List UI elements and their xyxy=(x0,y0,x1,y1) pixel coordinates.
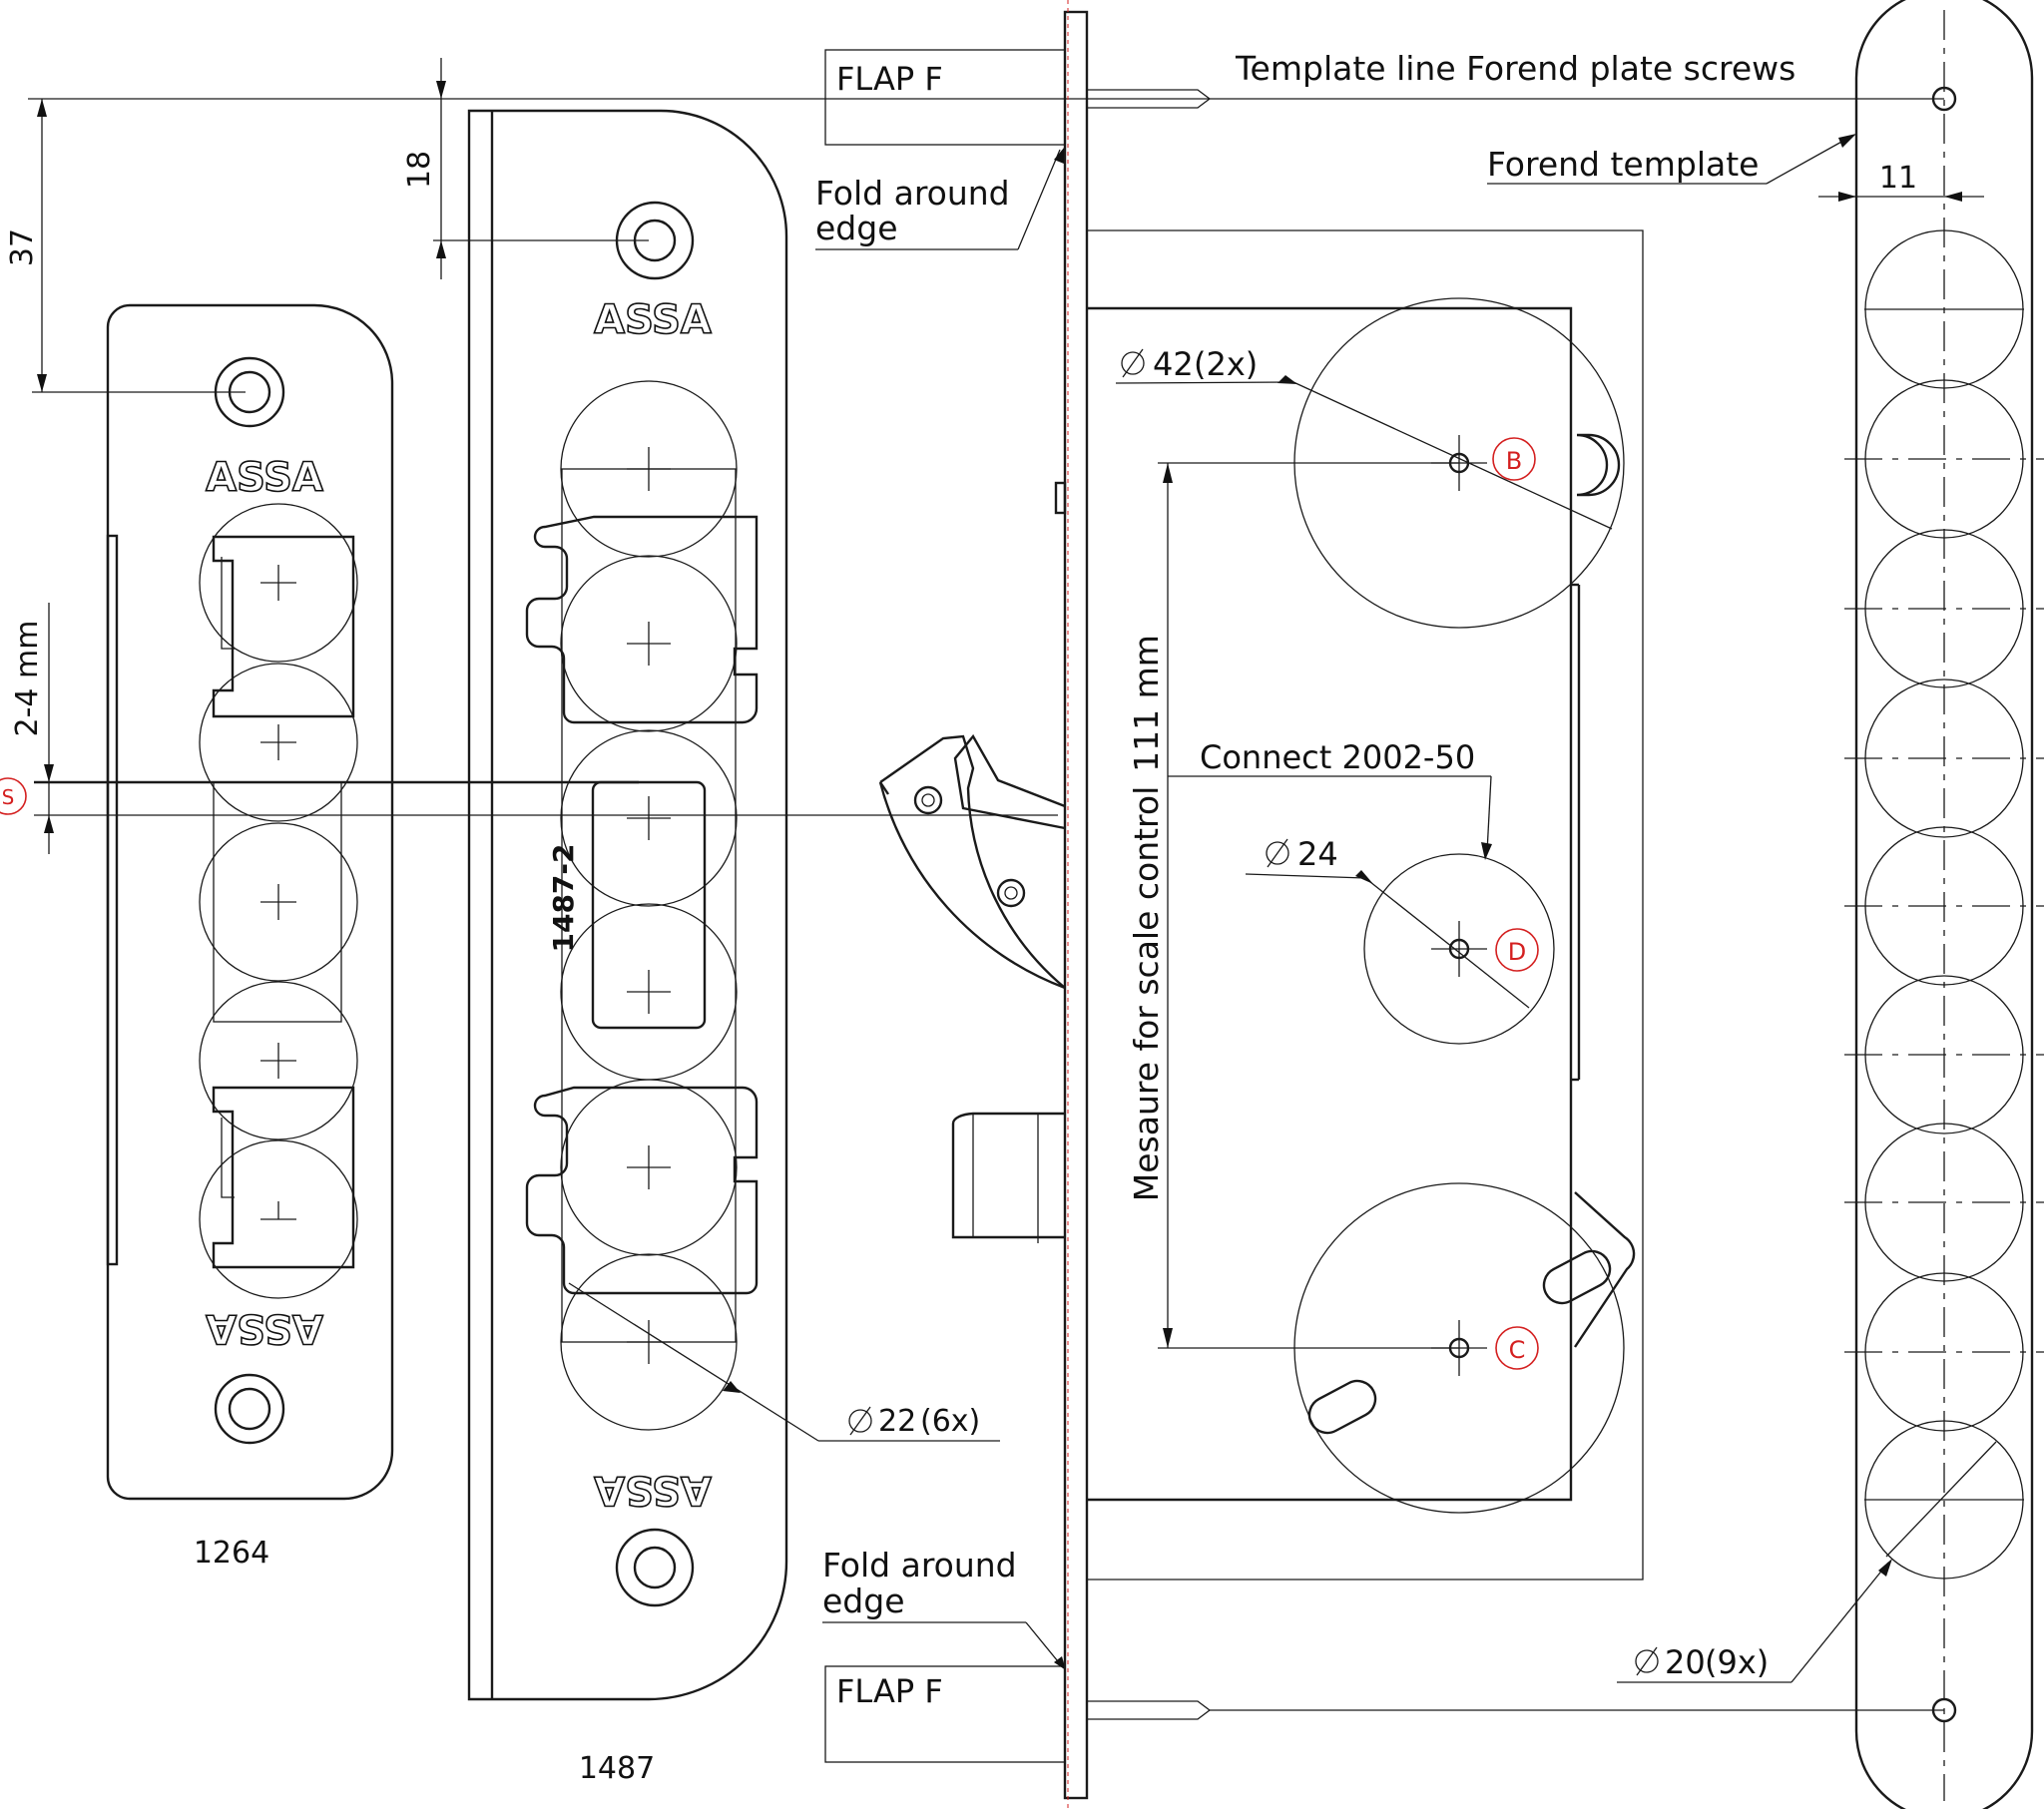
diameter-20-callout: 20 (9x) xyxy=(1617,1559,1892,1683)
diameter-icon xyxy=(848,1409,872,1433)
flap-top: FLAP F Fold around edge xyxy=(815,49,1066,250)
crosshair-marks xyxy=(260,565,296,1220)
forend-template-label: Forend template xyxy=(1487,145,1759,184)
dimension-11: 11 xyxy=(1818,161,1984,202)
brand-logo: ASSA xyxy=(594,297,712,343)
forend-screw-bottom xyxy=(1087,1700,1212,1720)
marker-s xyxy=(0,777,27,815)
marker-b-label: B xyxy=(1506,447,1522,475)
forend-template xyxy=(1844,0,2044,1809)
lock-case: 111 mm Mesaure for scale control Connect… xyxy=(878,0,1644,1809)
dimension-37-label: 37 xyxy=(5,228,40,266)
strike-opening-top xyxy=(212,535,355,718)
marker-d-label: D xyxy=(1508,938,1526,966)
marker-d xyxy=(1495,928,1539,972)
forend-screw-top xyxy=(1087,89,1212,109)
diameter-22-callout: 22 (6x) xyxy=(568,1282,1000,1442)
strike-opening-top xyxy=(525,515,759,724)
dimension-111-label: 111 mm xyxy=(1127,635,1166,772)
brand-logo-inverted: ASSA xyxy=(594,1467,712,1513)
marker-c-label: C xyxy=(1509,1336,1526,1364)
strike-opening-bottom xyxy=(525,1086,759,1295)
marker-s-label: S xyxy=(2,785,15,809)
crosshair-marks xyxy=(627,447,671,1364)
dimension-11-label: 11 xyxy=(1879,161,1917,196)
diameter-icon xyxy=(1635,1649,1659,1673)
plate-1264-circles xyxy=(199,503,358,1299)
flap-bottom: FLAP F Fold around edge xyxy=(822,1546,1066,1763)
diameter-20-value: 20 xyxy=(1665,1643,1706,1681)
strike-plate-1487: ASSA ASSA 1487-2 1487 xyxy=(467,109,788,1786)
brand-logo-inverted: ASSA xyxy=(206,1305,323,1351)
fold-top-line2: edge xyxy=(815,209,898,247)
diameter-icon xyxy=(1266,841,1289,865)
screw-hole-icon xyxy=(214,1373,285,1445)
marker-c xyxy=(1495,1326,1539,1370)
diameter-24-value: 24 xyxy=(1297,835,1338,873)
plate-1264-code: 1264 xyxy=(194,1536,269,1571)
plate-1487-engraving: 1487-2 xyxy=(547,843,580,952)
strike-opening-bottom xyxy=(212,1086,355,1269)
plate-1487-circles xyxy=(560,380,738,1431)
diameter-42-callout: 42 (2x) xyxy=(1115,345,1294,384)
template-line-label: Template line Forend plate screws xyxy=(1235,49,1795,88)
screw-hole-icon xyxy=(214,356,285,428)
spindle-hole-icon xyxy=(996,878,1026,908)
fold-bottom-line1: Fold around xyxy=(822,1546,1017,1584)
fold-top-line1: Fold around xyxy=(815,174,1010,213)
diameter-20-count: (9x) xyxy=(1705,1643,1769,1681)
spindle-hole-icon xyxy=(913,785,943,815)
dimension-18: 18 xyxy=(402,58,649,279)
diameter-42-value: 42 xyxy=(1153,345,1194,383)
center-lines xyxy=(1844,458,2044,1353)
diameter-42-count: (2x) xyxy=(1194,345,1258,383)
screw-hole-icon xyxy=(615,201,695,280)
diameter-icon xyxy=(1121,351,1145,375)
diameter-22-count: (6x) xyxy=(920,1404,980,1439)
latch-bolt xyxy=(953,733,1066,830)
dimension-37: 37 xyxy=(5,99,246,393)
dimension-2-4mm: 2-4 mm S xyxy=(0,603,1058,854)
screw-hole-icon xyxy=(1931,1697,1957,1723)
flap-top-label: FLAP F xyxy=(836,60,943,98)
marker-b xyxy=(1492,437,1536,481)
forend-strip xyxy=(1063,10,1089,1800)
circle-d xyxy=(1363,853,1555,1045)
fold-bottom-line2: edge xyxy=(822,1582,905,1620)
diameter-22-value: 22 xyxy=(878,1404,916,1439)
flap-bottom-label: FLAP F xyxy=(836,1672,943,1710)
brand-logo: ASSA xyxy=(206,455,323,501)
forend-template-callout: Forend template xyxy=(1487,134,1856,185)
diameter-24-callout: 24 xyxy=(1245,835,1366,879)
plate-1487-code: 1487 xyxy=(579,1751,655,1786)
dimension-2-4mm-label: 2-4 mm xyxy=(10,621,45,737)
screw-hole-icon xyxy=(615,1528,695,1607)
screw-hole-icon xyxy=(1931,86,1957,112)
dead-bolt xyxy=(951,1112,1065,1239)
strike-plate-1264: ASSA ASSA 1264 xyxy=(106,303,394,1571)
connect-label: Connect 2002-50 xyxy=(1200,738,1475,776)
scale-control-label: Mesaure for scale control xyxy=(1127,786,1166,1202)
latch-opening xyxy=(591,780,707,1030)
dimension-18-label: 18 xyxy=(402,151,437,189)
